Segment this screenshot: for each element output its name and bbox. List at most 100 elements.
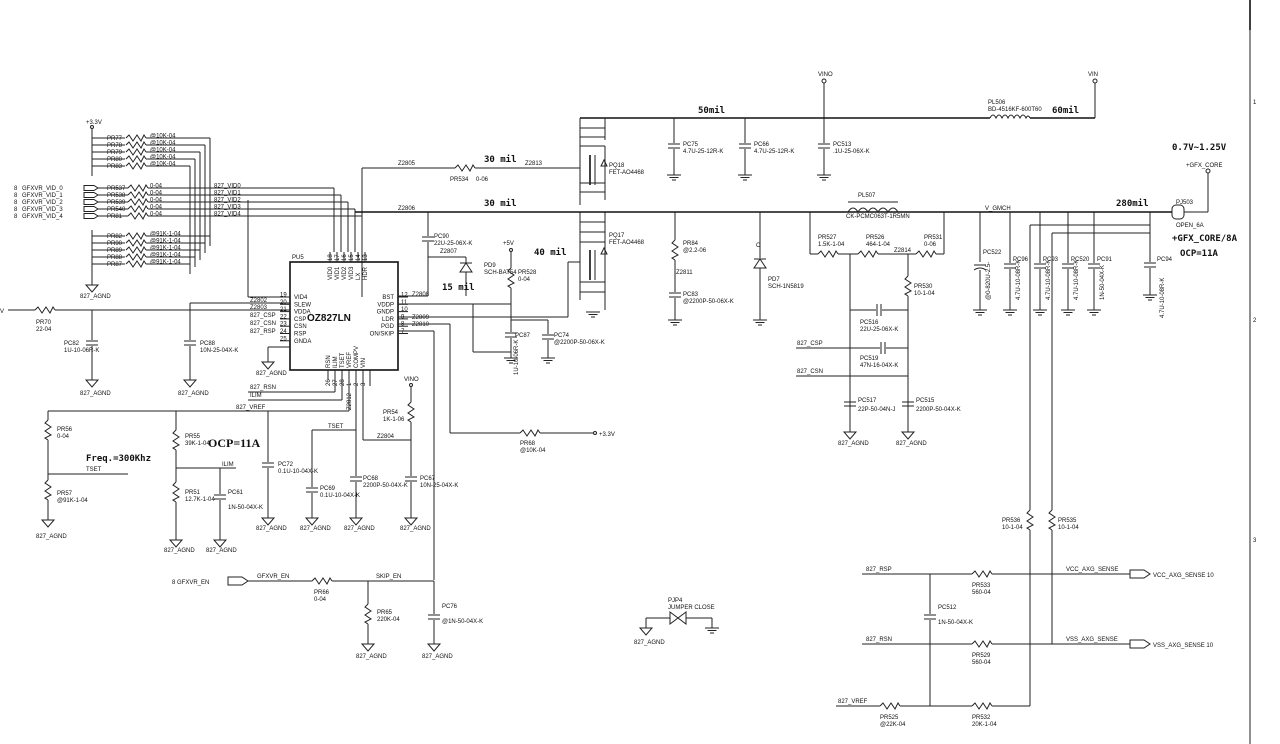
- pc522-ref: PC522: [983, 250, 1002, 256]
- pr531-value: 0-06: [924, 242, 937, 248]
- pj503-value: OPEN_6A: [1176, 223, 1204, 229]
- chip-pin-left-2: VDDA: [294, 310, 311, 316]
- net-z2808: Z2808: [412, 292, 430, 298]
- pr527-ref: PR527: [818, 235, 837, 241]
- vcc-sense-port: VCC_AXG_SENSE 10: [1153, 573, 1214, 579]
- pc69-ref: PC69: [320, 486, 336, 492]
- pr535-ref: PR535: [1058, 518, 1077, 524]
- pr55-value: 39K-1-04: [185, 441, 210, 447]
- pr531-ref: PR531: [924, 235, 943, 241]
- pc82-value: 1U-10-06R-K: [64, 348, 99, 354]
- chip-pin-bottom-num-2: 28: [340, 379, 346, 386]
- pc96-value: 4.7U-10-08R-K: [1016, 260, 1022, 300]
- vid-series-ref-1: PR538: [107, 193, 126, 199]
- pc67-ref: PC67: [420, 476, 436, 482]
- chip-pin-bottom-3: VREF: [347, 352, 353, 368]
- width-40mil: 40 mil: [534, 247, 567, 258]
- plus3v3-label-2: +3.3V: [599, 432, 615, 438]
- pc517-value: 22P-50-04N-J: [858, 407, 895, 413]
- sheet-border: 1 2 3: [1249, 0, 1257, 744]
- pr535-value: 10-1-04: [1058, 525, 1079, 531]
- chip-pin-left-0: VID4: [294, 295, 308, 301]
- gnd-label-csn: 827_AGND: [896, 441, 927, 447]
- pq18-fet: PQ18 FET-AO4468: [579, 118, 645, 205]
- vid-pulldown-value-0: @91K-1-04: [150, 232, 181, 238]
- pr528-value: 0-04: [518, 277, 531, 283]
- vid-series-ref-2: PR539: [107, 200, 126, 206]
- pq17-fet: PQ17 FET-AO4468: [579, 212, 645, 318]
- pd7-pin: C: [756, 243, 761, 249]
- chip-pin-right-4: PGD: [381, 324, 395, 330]
- vid-pullup-ref-2: PR79: [107, 150, 123, 156]
- chip-pin-left-num-5: 24: [280, 329, 287, 335]
- vino-label-2: VINO: [404, 377, 419, 383]
- vid-pulldown-ref-1: PR90: [107, 241, 123, 247]
- vid-series-value-4: 0-04: [150, 212, 163, 218]
- vid-pulldown-ref-4: PR87: [107, 262, 123, 268]
- pl506-ref: PL506: [988, 100, 1006, 106]
- width-280mil: 280mil: [1116, 198, 1149, 209]
- chip-pin-left-1: SLEW: [294, 302, 311, 308]
- gfx-core-current: +GFX_CORE/8A: [1172, 234, 1238, 244]
- net-z2811: Z2811: [676, 270, 693, 276]
- pr68-value: @10K-04: [520, 448, 546, 454]
- pc515-ref: PC515: [916, 398, 935, 404]
- pc91-value: 1N-50-04X-K: [1100, 265, 1106, 300]
- pc94-value: 4.7U-10-08R-K: [1160, 278, 1166, 318]
- vid-input-prefix-1: 8: [14, 193, 18, 199]
- vid-pulldown-ref-0: PR82: [107, 234, 123, 240]
- chip-pin-bottom-num-0: 26: [326, 379, 332, 386]
- pc83-ref: PC83: [683, 292, 699, 298]
- chip-pin-right-1: VDDP: [377, 302, 394, 308]
- pr526-value: 464-1-04: [866, 242, 891, 248]
- vid-net-1: 827_VID1: [214, 191, 241, 197]
- chip-pin-right-num-1: 11: [401, 300, 408, 306]
- gfx-core-label: +GFX_CORE: [1186, 163, 1223, 169]
- pr68-ref: PR68: [520, 441, 536, 447]
- vid-inputs: +3.3V PR77@10K-04PR78@10K-04PR79@10K-04P…: [14, 120, 363, 300]
- pc82-ref: PC82: [64, 341, 80, 347]
- chip-pin-bottom-2: TSET: [340, 352, 346, 368]
- chip-pin-top-0: VID0: [328, 266, 334, 280]
- pr70-value: 22-04: [36, 327, 52, 333]
- pc522-value: @0-820U-2.5-: [986, 262, 992, 300]
- csn-net: 827_CSN: [797, 369, 823, 375]
- gnd-label-pc88: 827_AGND: [178, 391, 209, 397]
- width-50mil: 50mil: [698, 105, 725, 116]
- ocp-left: OCP=11A: [208, 436, 261, 450]
- gnd-label-pc67: 827_AGND: [400, 526, 431, 532]
- vid-pulldown-value-4: @91K-1-04: [150, 260, 181, 266]
- chip-pin-right-num-5: 7: [401, 329, 405, 335]
- vid-pulldown-ref-3: PR88: [107, 255, 123, 261]
- pc90-value: 22U-25-06X-K: [434, 241, 472, 247]
- pc91-ref: PC91: [1097, 257, 1113, 263]
- pc74-ref: PC74: [554, 333, 570, 339]
- pr65-value: 220K-04: [377, 617, 400, 623]
- chip-pin-right-3: LDR: [382, 317, 395, 323]
- pc96-ref: PC96: [1013, 257, 1029, 263]
- pc512-value: 1N-50-04X-K: [938, 620, 973, 626]
- net-rsn: 827_RSN: [250, 385, 276, 391]
- vid-net-2: 827_VID2: [214, 198, 241, 204]
- pq17-value: FET-AO4468: [609, 240, 645, 246]
- chip-pin-left-num-3: 22: [280, 314, 287, 320]
- pr51-value: 12.7K-1-04: [185, 497, 215, 503]
- vid-net-0: 827_VID0: [214, 184, 241, 190]
- pc513-value: .1U-25-06X-K: [833, 149, 870, 155]
- vid-pulldown-value-3: @91K-1-04: [150, 253, 181, 259]
- net-z2807: Z2807: [440, 249, 458, 255]
- pr536-ref: PR536: [1002, 518, 1021, 524]
- chip-pin-right-num-4: 8: [401, 322, 405, 328]
- pc61-ref: PC61: [228, 490, 244, 496]
- pc517-ref: PC517: [858, 398, 877, 404]
- gnd-label-pr57: 827_AGND: [36, 534, 67, 540]
- pc83-value: @2200P-50-06X-K: [683, 299, 734, 305]
- vid-pullup-ref-0: PR77: [107, 136, 123, 142]
- vss-sense-net: VSS_AXG_SENSE: [1066, 637, 1118, 643]
- gnd-label-pr65: 827_AGND: [356, 654, 387, 660]
- pq17-ref: PQ17: [609, 233, 625, 239]
- pc75-value: 4.7U-25-12R-K: [683, 149, 723, 155]
- net-z2813: Z2813: [525, 161, 543, 167]
- pr66-ref: PR66: [314, 590, 330, 596]
- pl507-ref: PL507: [858, 193, 876, 199]
